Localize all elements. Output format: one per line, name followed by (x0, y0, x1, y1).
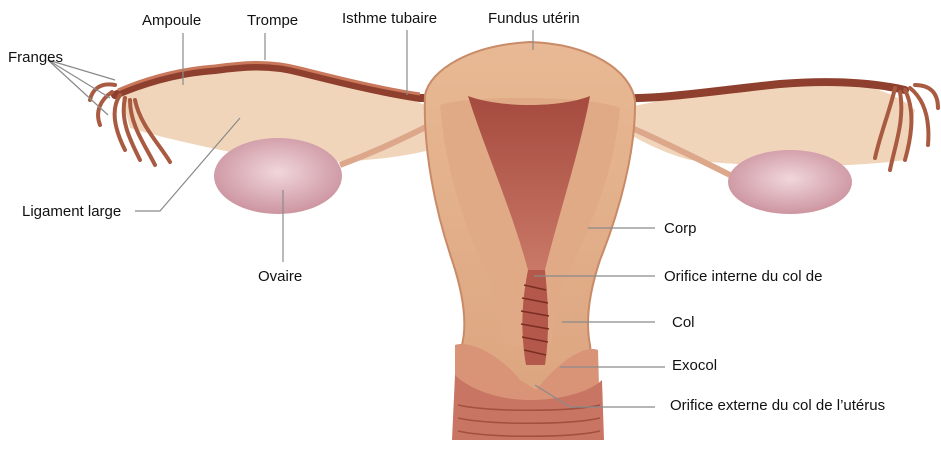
label-ligament-large: Ligament large (22, 203, 121, 220)
label-orifice-interne: Orifice interne du col de (664, 268, 822, 285)
label-exocol: Exocol (672, 357, 717, 374)
label-franges: Franges (8, 49, 63, 66)
label-isthme-tubaire: Isthme tubaire (342, 10, 437, 27)
label-fundus-uterin: Fundus utérin (488, 10, 580, 27)
label-col: Col (672, 314, 695, 331)
label-ampoule: Ampoule (142, 12, 201, 29)
label-ovaire: Ovaire (258, 268, 302, 285)
label-trompe: Trompe (247, 12, 298, 29)
label-orifice-externe: Orifice externe du col de l’utérus (670, 397, 885, 414)
label-corp: Corp (664, 220, 697, 237)
ovary-left (214, 138, 342, 214)
ovary-right (728, 150, 852, 214)
